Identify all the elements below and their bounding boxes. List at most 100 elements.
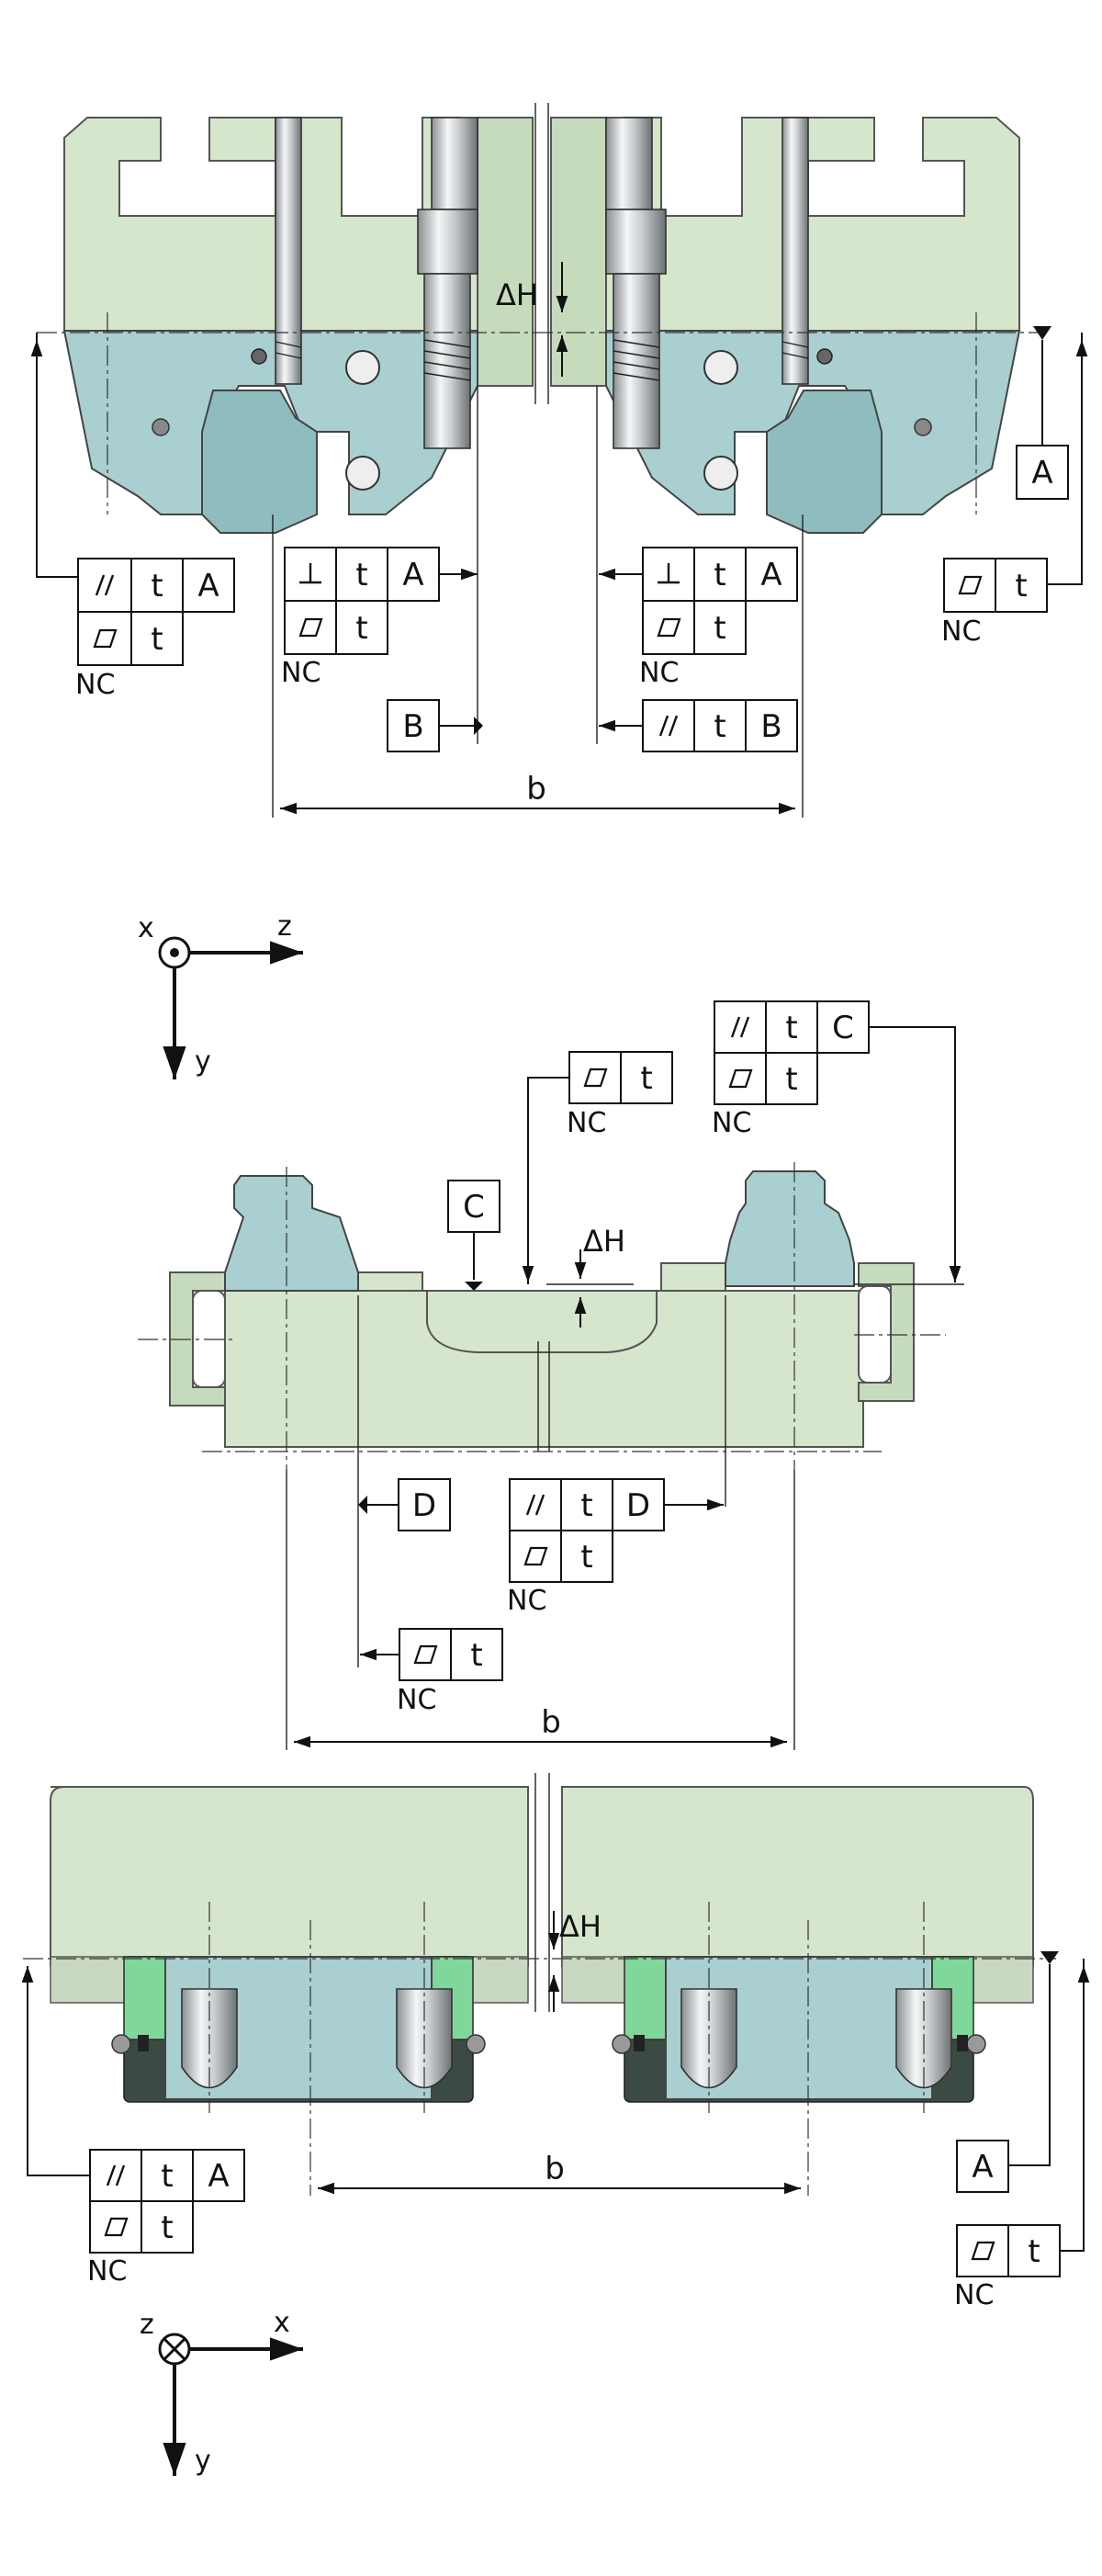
seal-clip (138, 2035, 149, 2051)
tolerance-value: t (785, 1061, 797, 1098)
right-bolt-head (605, 117, 653, 210)
datum-C: C (447, 1180, 500, 1291)
leader-line (1047, 333, 1083, 585)
fcf-flat-right-top: t NC (941, 558, 1048, 648)
rail-right (725, 1170, 855, 1287)
tolerance-value: t (470, 1637, 482, 1674)
fcf-parallel-C: t C t NC (712, 1000, 961, 1282)
delta-h-label: ΔH (496, 277, 538, 312)
axis-glyph-top: x z y (138, 910, 303, 1079)
fcf-flat-right-bottom: t NC (954, 2224, 1061, 2311)
left-bolt-head (431, 117, 478, 210)
datum-ref: A (208, 2158, 229, 2195)
datum-triangle-icon (465, 1282, 483, 1291)
tolerance-value: t (714, 708, 725, 745)
datum-ref: A (197, 568, 219, 604)
fcf-perp-A-right: t A t NC (599, 547, 798, 689)
delta-h-label: ΔH (559, 1909, 602, 1944)
tolerance-value: t (580, 1487, 592, 1524)
right-rail (766, 390, 883, 534)
left-bolt-head-lower (417, 209, 478, 275)
datum-letter: A (1031, 455, 1052, 491)
nc-note: NC (507, 1585, 546, 1617)
fcf-flat-lower: t NC (360, 1628, 503, 1716)
datum-letter: B (402, 708, 423, 745)
axis-glyph-bottom: z x y (140, 2307, 303, 2477)
tolerance-value: t (785, 1010, 797, 1046)
datum-letter: A (972, 2149, 993, 2186)
nc-note: NC (281, 657, 320, 689)
thread-marks (275, 339, 809, 381)
lube-nipple (466, 2034, 486, 2054)
datum-leader (1008, 1964, 1051, 2166)
tolerance-value: t (1015, 568, 1027, 604)
tolerance-value: t (355, 610, 367, 647)
axis-y-label: y (195, 1045, 211, 1078)
axis-x-label: x (274, 2307, 290, 2339)
nc-note: NC (954, 2279, 994, 2311)
left-rail (201, 390, 318, 534)
datum-triangle-icon (1040, 1951, 1059, 1964)
datum-ref: C (832, 1010, 854, 1046)
datum-ref: A (402, 557, 423, 593)
datum-ref: D (626, 1487, 650, 1524)
lube-nipple (966, 2034, 986, 2054)
b-dimension-label: b (526, 771, 546, 808)
tolerance-value: t (640, 1060, 652, 1097)
leader-line (27, 1966, 90, 2176)
seal-clip (957, 2035, 968, 2051)
b-dimension-label: b (541, 1704, 561, 1741)
datum-triangle-icon (358, 1496, 367, 1514)
nc-note: NC (941, 616, 981, 648)
axis-y-label: y (195, 2445, 211, 2477)
section-bottom-view: ΔH t A t NC A t NC b (21, 1773, 1090, 2311)
rolling-elements (152, 348, 932, 491)
right-plate (561, 1786, 1034, 1967)
nc-note: NC (87, 2255, 127, 2288)
left-plate (50, 1786, 529, 1967)
right-bolt-head-lower (605, 209, 667, 275)
datum-letter: D (412, 1487, 436, 1524)
nc-note: NC (567, 1107, 606, 1139)
fcf-parallel-A-bottom: t A t NC (87, 2149, 245, 2288)
fcf-perp-A-left: t A t NC (281, 547, 478, 689)
tolerance-value: t (580, 1539, 592, 1576)
tolerance-value: t (151, 621, 163, 658)
lube-nipple (612, 2034, 632, 2054)
datum-triangle-icon (1033, 326, 1051, 340)
datum-D: D (358, 1478, 451, 1531)
datum-A-bottom: A (956, 1951, 1059, 2193)
datum-A-right: A (1016, 326, 1069, 500)
leader-line (1061, 1959, 1085, 2252)
right-clamp (858, 1262, 915, 1402)
tolerance-value: t (161, 2209, 173, 2246)
left-bolt-shaft (423, 273, 471, 449)
tolerance-value: t (355, 557, 367, 593)
section-top-cross-view: ΔH t A t NC t A t NC t A (30, 103, 1088, 818)
leader-line (527, 1077, 569, 1284)
fcf-parallel-D: t D t NC (507, 1478, 724, 1617)
b-dimension-label: b (545, 2151, 565, 2187)
datum-ref: A (760, 557, 782, 593)
fcf-parallel-B: t B (599, 699, 798, 752)
lube-nipple (111, 2034, 131, 2054)
tolerance-value: t (151, 568, 163, 604)
right-screw-shaft (782, 117, 809, 385)
nc-note: NC (639, 657, 679, 689)
axis-z-label: z (277, 910, 292, 943)
leader-line (869, 1026, 956, 1282)
left-table-step (477, 117, 534, 387)
right-table-step (550, 117, 607, 387)
right-bolt-shaft (613, 273, 660, 449)
tolerance-value: t (1028, 2233, 1040, 2270)
delta-h-label: ΔH (583, 1224, 625, 1259)
center-pocket (426, 1290, 658, 1353)
nc-note: NC (397, 1684, 436, 1716)
tolerance-value: t (161, 2158, 173, 2195)
left-screw-shaft (275, 117, 302, 385)
rail-left (224, 1175, 359, 1292)
datum-triangle-icon (474, 717, 483, 735)
datum-letter: C (463, 1189, 485, 1226)
